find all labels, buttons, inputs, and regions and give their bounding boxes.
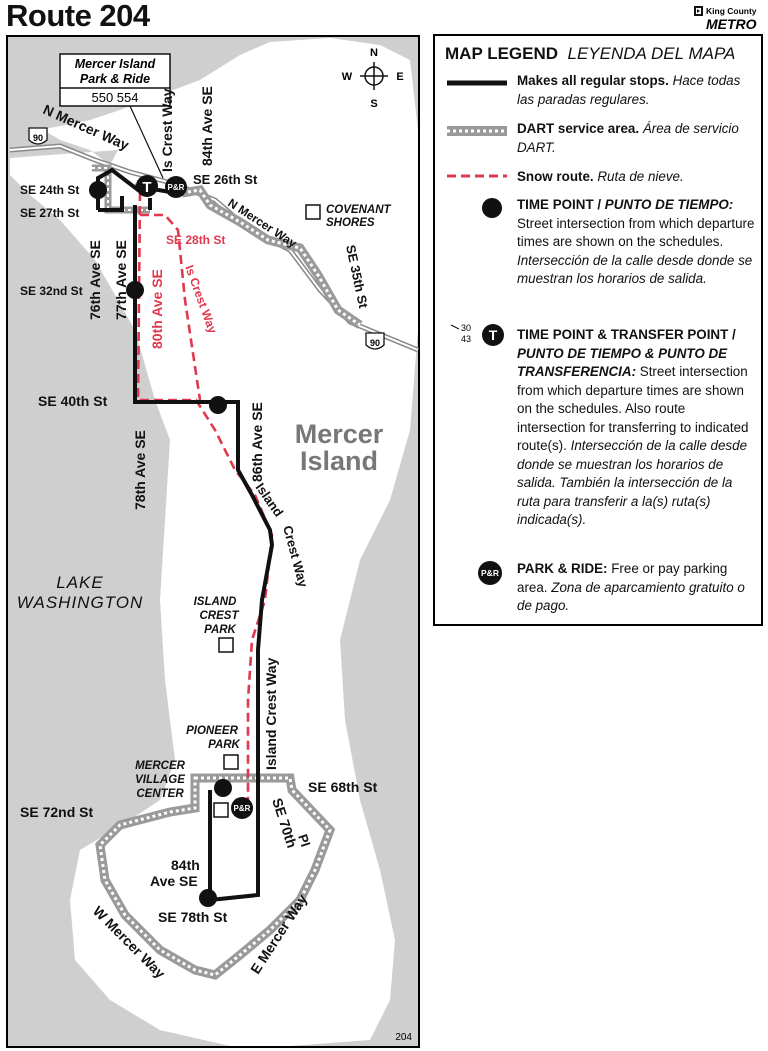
legend-symbol-dart: [447, 126, 507, 136]
svg-text:E: E: [396, 71, 403, 83]
map-number: 204: [395, 1032, 412, 1043]
legend-symbol-time-point: [482, 198, 502, 218]
street-se-28th: SE 28th St: [166, 233, 225, 247]
legend-header-en: MAP LEGEND: [445, 44, 559, 63]
legend-item-transfer-point: TIME POINT & TRANSFER POINT / PUNTO DE T…: [517, 327, 749, 527]
legend-symbol-snow-route: [447, 174, 507, 178]
street-se-26th: SE 26th St: [193, 172, 258, 187]
street-se-68th: SE 68th St: [308, 779, 378, 795]
street-se-78th: SE 78th St: [158, 909, 228, 925]
i90-shield-east: 90: [365, 332, 385, 350]
svg-text:Mercer Island: Mercer Island: [75, 57, 156, 71]
area-label-mercer: Mercer: [295, 419, 384, 449]
page-title: Route 204: [6, 0, 150, 33]
time-point-mercer-village: [214, 779, 232, 797]
svg-text:N: N: [370, 47, 378, 59]
compass-rose: N S W E: [342, 47, 404, 110]
i90-shield-west: 90: [28, 127, 48, 145]
time-point-se24: [89, 181, 107, 199]
street-76th-ave: 76th Ave SE: [87, 240, 103, 320]
street-77th-ave: 77th Ave SE: [113, 240, 129, 320]
street-84th-south-2: Ave SE: [150, 873, 198, 889]
legend-header-es: LEYENDA DEL MAPA: [567, 44, 736, 63]
svg-text:P&R: P&R: [234, 804, 251, 813]
legend-transfer-route-30: 30: [461, 323, 471, 333]
legend-symbol-transfer-point: T 30 43: [450, 323, 504, 346]
legend-item-dart: DART service area. Área de servicio DART…: [517, 121, 739, 155]
park-ride-north: P&R: [165, 176, 187, 198]
street-84th-ave-north: 84th Ave SE: [199, 86, 215, 166]
legend-transfer-route-43: 43: [461, 334, 471, 344]
park-ride-south: P&R: [231, 797, 253, 819]
svg-text:90: 90: [370, 338, 380, 348]
street-se-27th: SE 27th St: [20, 206, 79, 220]
area-label-lake: LAKE: [56, 573, 103, 592]
svg-text:90: 90: [33, 133, 43, 143]
legend-item-snow: Snow route. Ruta de nieve.: [517, 169, 684, 184]
time-point-se78: [199, 889, 217, 907]
place-pioneer-park-2: PARK: [208, 739, 240, 751]
place-island-crest-park-2: CREST: [200, 610, 240, 622]
dart-service-area-south: [95, 773, 336, 980]
place-shores: SHORES: [326, 217, 375, 229]
street-se-24th: SE 24th St: [20, 183, 79, 197]
legend-item-park-ride: PARK & RIDE: Free or pay parking area. Z…: [517, 561, 745, 613]
street-se-40th: SE 40th St: [38, 393, 108, 409]
mercer-island-land: [10, 38, 418, 1046]
island-crest-park-marker: [218, 637, 234, 653]
pioneer-park-marker: [223, 754, 239, 770]
place-covenant: COVENANT: [326, 204, 392, 216]
area-label-washington: WASHINGTON: [17, 593, 144, 612]
park-ride-callout: Mercer Island Park & Ride 550 554: [59, 53, 171, 179]
svg-text:T: T: [489, 327, 498, 343]
svg-text:550 554: 550 554: [92, 90, 139, 105]
legend-symbol-regular-route: [447, 80, 507, 86]
mercer-village-marker: [213, 802, 229, 818]
svg-text:Park & Ride: Park & Ride: [80, 72, 150, 86]
legend-item-regular: Makes all regular stops. Hace todas las …: [517, 73, 741, 107]
street-is-crest-way-n: Is Crest Way: [159, 88, 175, 172]
covenant-shores-marker: [305, 204, 321, 220]
street-island-crest-south: Island Crest Way: [263, 657, 279, 770]
place-mercer-village-2: VILLAGE: [135, 774, 185, 786]
logo-line2: METRO: [706, 16, 757, 32]
svg-text:P&R: P&R: [481, 568, 499, 578]
svg-text:T: T: [142, 179, 151, 196]
dart-service-area-west: [92, 164, 150, 214]
area-label-island: Island: [300, 446, 378, 476]
time-point-se40: [209, 396, 227, 414]
king-county-metro-logo: King County METRO: [694, 6, 757, 32]
place-pioneer-park-1: PIONEER: [186, 725, 238, 737]
place-island-crest-park-3: PARK: [204, 624, 236, 636]
street-86th-ave: 86th Ave SE: [249, 402, 265, 482]
place-mercer-village-1: MERCER: [135, 760, 186, 772]
svg-text:W: W: [342, 71, 353, 83]
street-80th-ave: 80th Ave SE: [149, 269, 165, 349]
dart-service-area-north: [181, 185, 363, 329]
legend-header: MAP LEGEND LEYENDA DEL MAPA: [445, 44, 735, 64]
street-84th-south-1: 84th: [171, 857, 200, 873]
legend-item-time-point: TIME POINT / PUNTO DE TIEMPO: Street int…: [517, 197, 755, 286]
legend-symbol-park-ride: P&R: [478, 561, 502, 585]
map-legend: MAP LEGEND LEYENDA DEL MAPA Makes all re…: [433, 34, 763, 626]
transfer-point-park-ride: T: [136, 175, 158, 197]
svg-text:S: S: [370, 98, 377, 110]
time-point-se32: [126, 281, 144, 299]
place-island-crest-park-1: ISLAND: [194, 596, 237, 608]
street-se-32nd: SE 32nd St: [20, 284, 83, 298]
street-se-72nd: SE 72nd St: [20, 804, 93, 820]
place-mercer-village-3: CENTER: [136, 788, 184, 800]
svg-text:P&R: P&R: [168, 183, 185, 192]
logo-line1: King County: [706, 6, 757, 16]
street-pl: Pl: [295, 832, 313, 848]
street-78th-ave: 78th Ave SE: [132, 430, 148, 510]
